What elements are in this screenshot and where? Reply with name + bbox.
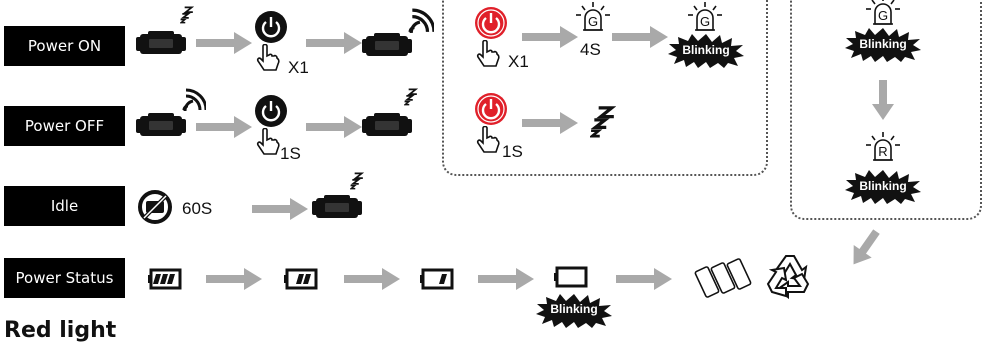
arrow-right-icon	[616, 268, 672, 290]
label-idle: Idle	[4, 186, 125, 226]
no-activity-icon	[138, 190, 172, 224]
arrow-right-icon	[612, 26, 668, 48]
battery-empty-icon	[554, 266, 588, 288]
led-letter-green: G	[877, 8, 889, 23]
led-letter-green: G	[587, 14, 599, 29]
press-duration-text: 1S	[502, 142, 523, 161]
arrow-right-icon	[478, 268, 534, 290]
blinking-text: Blinking	[550, 302, 598, 316]
press-duration-text: 1S	[280, 144, 301, 163]
led-letter-red: R	[878, 144, 888, 159]
sleep-zzz-icon	[590, 106, 616, 138]
led-letter-green: G	[699, 14, 711, 29]
section-heading: Red light	[4, 318, 117, 343]
arrow-right-icon	[252, 198, 308, 220]
power-button-black-press-icon	[255, 95, 287, 155]
device-sleeping-icon	[312, 172, 364, 218]
batteries-icon	[694, 258, 752, 298]
power-button-black-press-icon	[255, 11, 287, 71]
device-sleeping-icon	[362, 88, 418, 136]
arrow-right-icon	[206, 268, 262, 290]
press-count-text: X1	[288, 58, 309, 77]
battery-two-thirds-icon	[284, 268, 318, 290]
label-power-on: Power ON	[4, 26, 125, 66]
battery-full-icon	[148, 268, 182, 290]
arrow-down-icon	[872, 80, 894, 120]
arrow-right-icon	[522, 112, 578, 134]
led-behavior-panel	[442, 0, 768, 176]
arrow-right-icon	[344, 268, 400, 290]
blinking-text: Blinking	[859, 37, 907, 51]
arrow-down-left-icon	[844, 225, 886, 271]
label-power-off: Power OFF	[4, 106, 125, 146]
arrow-right-icon	[306, 116, 362, 138]
blinking-text: Blinking	[682, 43, 730, 57]
device-connected-icon	[362, 8, 434, 56]
blinking-text: Blinking	[859, 179, 907, 193]
power-button-red-press-icon	[475, 93, 507, 153]
recycle-icon	[766, 255, 810, 300]
power-button-red-press-icon	[475, 7, 507, 67]
label-power-status: Power Status	[4, 258, 125, 298]
arrow-right-icon	[196, 116, 252, 138]
press-count-text: X1	[508, 52, 529, 71]
idle-timeout-text: 60S	[182, 199, 213, 218]
arrow-right-icon	[306, 32, 362, 54]
red-light-panel	[790, 0, 982, 220]
battery-one-third-icon	[420, 268, 454, 290]
led-duration-text: 4S	[580, 40, 601, 59]
arrow-right-icon	[196, 32, 252, 54]
arrow-right-icon	[522, 26, 578, 48]
